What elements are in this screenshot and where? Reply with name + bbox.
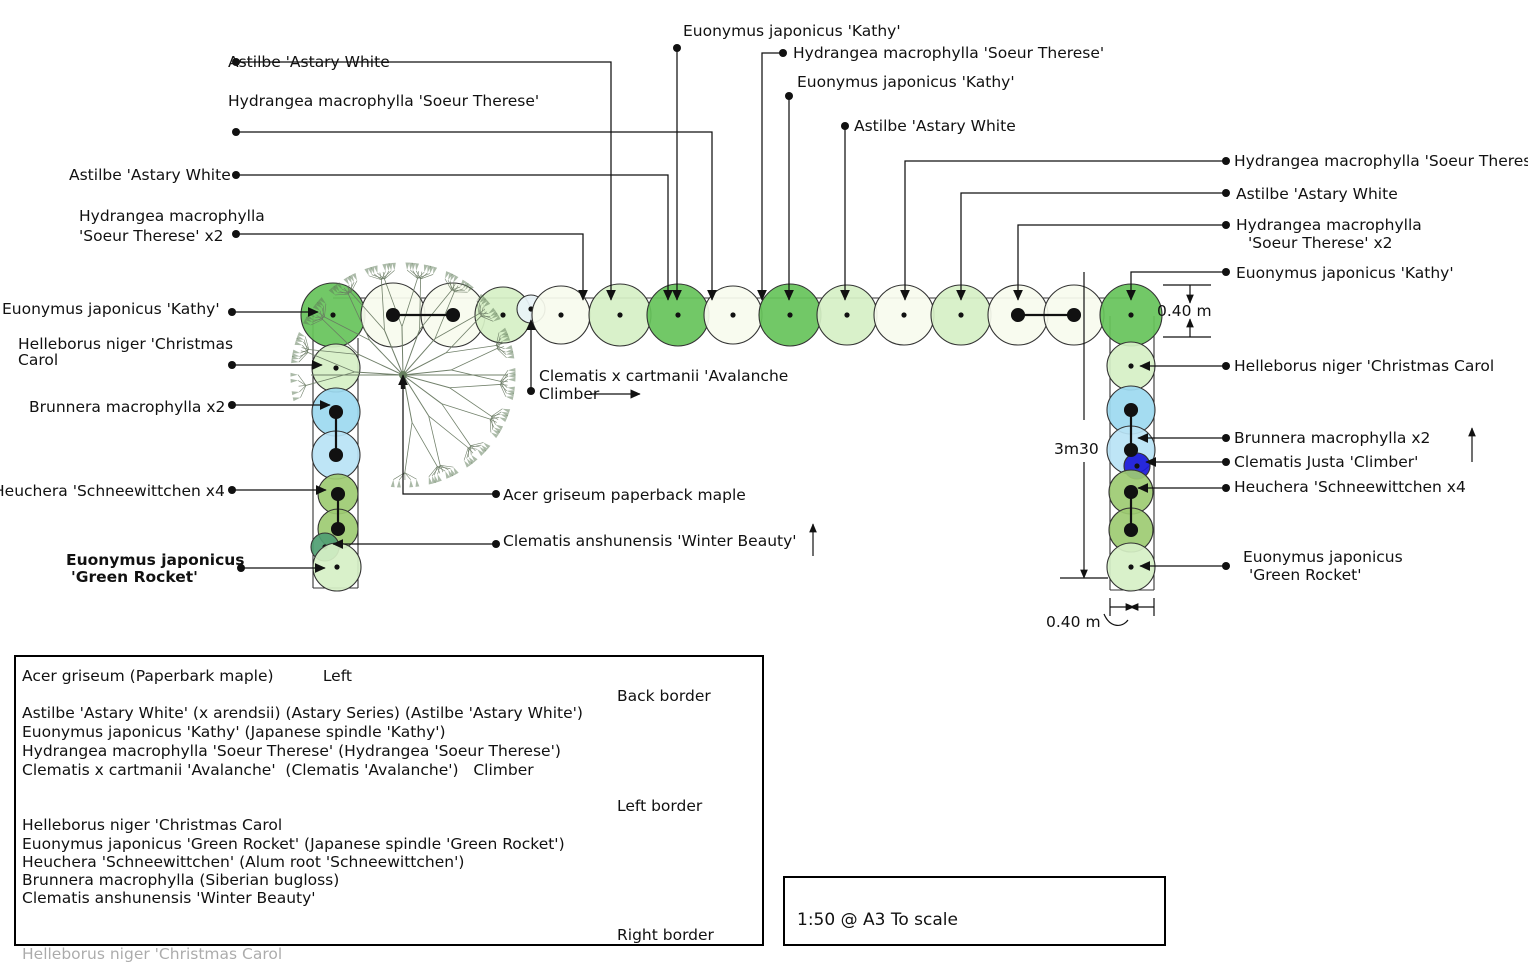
- callout-euonymus-kathy-2: Euonymus japonicus 'Kathy': [797, 73, 1015, 92]
- callout-hydrangea-3: Hydrangea macrophylla 'Soeur Therese': [793, 44, 1104, 63]
- legend-heading-back: Back border: [617, 687, 711, 706]
- callout-astilbe-4: Astilbe 'Astary White: [1236, 185, 1398, 204]
- legend-left-line-5: Clematis anshunensis 'Winter Beauty': [22, 889, 316, 908]
- callout-astilbe-2: Astilbe 'Astary White: [69, 166, 231, 185]
- scale-box: 1:50 @ A3 To scale: [783, 876, 1166, 946]
- callout-euonymus-kathy-left: Euonymus japonicus 'Kathy': [2, 300, 220, 319]
- plant-right-centre-7: [1128, 564, 1133, 569]
- callout-heuchera-right: Heuchera 'Schneewittchen x4: [1234, 478, 1466, 497]
- plant-top-centre-13: [958, 312, 963, 317]
- plant-top-centre-8: [675, 312, 680, 317]
- callout-hydrangea-4: Hydrangea macrophylla 'Soeur Therese: [1234, 152, 1528, 171]
- legend-back-line-5: Hydrangea macrophylla 'Soeur Therese' (H…: [22, 742, 561, 761]
- legend-box: Acer griseum (Paperbark maple) Left Asti…: [14, 655, 764, 946]
- legend-left-line-4: Brunnera macrophylla (Siberian bugloss): [22, 871, 339, 890]
- legend-heading-right: Right border: [617, 926, 714, 945]
- plant-top-centre-16: [1128, 312, 1133, 317]
- callout-euonymus-rocket-left-line2: 'Green Rocket': [71, 568, 198, 587]
- callout-euonymus-rocket-right-line1: Euonymus japonicus: [1243, 548, 1403, 567]
- callout-brunnera-right: Brunnera macrophylla x2: [1234, 429, 1430, 448]
- callout-heuchera-left: Heuchera 'Schneewittchen x4: [0, 482, 225, 501]
- legend-left-line-3: Heuchera 'Schneewittchen' (Alum root 'Sc…: [22, 853, 464, 872]
- scale-text: 1:50 @ A3 To scale: [797, 910, 958, 930]
- callout-clematis-justa: Clematis Justa 'Climber': [1234, 453, 1418, 472]
- right-column-plants: [1107, 342, 1155, 591]
- callout-brunnera-left: Brunnera macrophylla x2: [29, 398, 225, 417]
- plant-left-centre-7: [334, 564, 339, 569]
- left-column-plants: [311, 344, 361, 591]
- legend-back-line-4: Euonymus japonicus 'Kathy' (Japanese spi…: [22, 723, 446, 742]
- callout-euonymus-kathy-3: Euonymus japonicus 'Kathy': [1236, 264, 1454, 283]
- callout-hydrangea-2-line2: 'Soeur Therese' x2: [79, 227, 223, 246]
- callout-astilbe-1: Astilbe 'Astary White: [228, 53, 390, 72]
- plant-top-centre-12: [901, 312, 906, 317]
- plant-top-centre-4: [500, 312, 505, 317]
- legend-back-line-3: Astilbe 'Astary White' (x arendsii) (Ast…: [22, 704, 583, 723]
- plant-right-centre-4: [1134, 463, 1139, 468]
- plant-left-centre-1: [333, 365, 338, 370]
- plant-right-centre-1: [1128, 363, 1133, 368]
- plant-top-centre-1: [330, 312, 335, 317]
- legend-back-line-6: Clematis x cartmanii 'Avalanche' (Clemat…: [22, 761, 534, 780]
- callout-astilbe-3: Astilbe 'Astary White: [854, 117, 1016, 136]
- callout-hydrangea-1: Hydrangea macrophylla 'Soeur Therese': [228, 92, 539, 111]
- callout-clematis-winter-beauty: Clematis anshunensis 'Winter Beauty': [503, 532, 797, 551]
- callout-helleborus-left-line2: Carol: [18, 351, 58, 370]
- callout-helleborus-right: Helleborus niger 'Christmas Carol: [1234, 357, 1494, 376]
- callout-hydrangea-2-line1: Hydrangea macrophylla: [79, 207, 265, 226]
- callout-euonymus-rocket-right-line2: 'Green Rocket': [1249, 566, 1362, 585]
- legend-heading-left: Left border: [617, 797, 702, 816]
- callout-euonymus-kathy-1: Euonymus japonicus 'Kathy': [683, 22, 901, 41]
- callout-hydrangea-5-line1: Hydrangea macrophylla: [1236, 216, 1422, 235]
- legend-left-line-1: Helleborus niger 'Christmas Carol: [22, 816, 282, 835]
- dimension-label-top-right: 0.40 m: [1157, 302, 1212, 321]
- legend-back-line-1: Acer griseum (Paperbark maple) Left: [22, 667, 352, 686]
- plant-top-centre-6: [558, 312, 563, 317]
- dimension-label-bottom: 0.40 m: [1046, 613, 1101, 632]
- callout-acer-griseum: Acer griseum paperback maple: [503, 486, 746, 505]
- plant-top-centre-11: [844, 312, 849, 317]
- callout-hydrangea-5-line2: 'Soeur Therese' x2: [1248, 234, 1392, 253]
- legend-left-line-2: Euonymus japonicus 'Green Rocket' (Japan…: [22, 835, 565, 854]
- plant-top-centre-10: [787, 312, 792, 317]
- plant-top-centre-7: [617, 312, 622, 317]
- callout-clematis-avalanche-line1: Clematis x cartmanii 'Avalanche: [539, 367, 788, 386]
- dimension-label-vertical: 3m30: [1054, 440, 1099, 459]
- legend-right-line-1: Helleborus niger 'Christmas Carol: [22, 945, 282, 964]
- plant-top-centre-9: [730, 312, 735, 317]
- callout-clematis-avalanche-line2: Climber: [539, 385, 599, 404]
